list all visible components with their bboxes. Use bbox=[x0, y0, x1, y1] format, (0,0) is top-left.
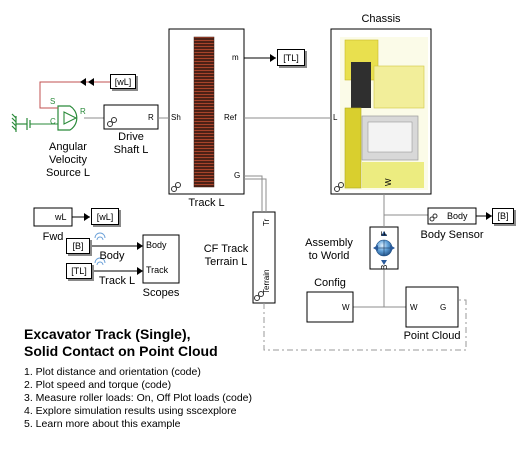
shaft-label-1: Drive bbox=[118, 131, 144, 143]
chassis-port-W: W bbox=[384, 178, 393, 186]
goto-wL-fwd-tag[interactable]: [wL] bbox=[91, 208, 119, 225]
goto-TL-tag[interactable]: [TL] bbox=[277, 49, 305, 66]
av-port-s: S bbox=[50, 97, 56, 106]
av-label-3: Source L bbox=[45, 167, 91, 179]
scopes-port-track: Track bbox=[146, 265, 169, 275]
fwd-value: wL bbox=[55, 212, 67, 222]
cf-port-terrain: Terrain bbox=[262, 269, 271, 294]
from-B-tag[interactable]: [B] bbox=[66, 238, 90, 254]
drive-shaft-frame[interactable] bbox=[103, 104, 159, 130]
model-title-2: Solid Contact on Point Cloud bbox=[24, 343, 218, 359]
track-port-m: m bbox=[232, 53, 239, 62]
body-sensor-label: Body Sensor bbox=[420, 229, 484, 241]
link-plot-speed[interactable]: 2. Plot speed and torque (code) bbox=[24, 379, 172, 391]
link-learn-more[interactable]: 5. Learn more about this example bbox=[24, 418, 181, 430]
cf-port-tr: Tr bbox=[262, 218, 271, 226]
wire-terrain-dash bbox=[263, 303, 467, 351]
cf-label-2: Terrain L bbox=[204, 256, 248, 268]
scopes-port-body: Body bbox=[146, 240, 167, 250]
link-icon bbox=[107, 117, 438, 301]
scopes-label: Scopes bbox=[142, 287, 180, 299]
link-roller-loads[interactable]: 3. Measure roller loads: On, Off Plot lo… bbox=[24, 392, 252, 404]
assembly-label-2: to World bbox=[308, 250, 350, 262]
pc-label: Point Cloud bbox=[403, 330, 461, 342]
fwd-label: Fwd bbox=[42, 231, 64, 243]
assembly-port-b: B bbox=[380, 264, 389, 270]
av-label-1: Angular bbox=[49, 141, 87, 153]
track-port-g: G bbox=[234, 171, 241, 180]
track-port-ref: Ref bbox=[224, 113, 237, 122]
config-label: Config bbox=[314, 277, 346, 289]
av-port-r: R bbox=[80, 107, 86, 116]
config-frame[interactable] bbox=[306, 291, 354, 323]
from-TL-tag[interactable]: [TL] bbox=[66, 263, 92, 279]
track-image bbox=[193, 36, 215, 188]
chassis-image bbox=[340, 37, 428, 190]
config-port-w: W bbox=[342, 303, 350, 312]
body-sensor-body: Body bbox=[447, 211, 468, 221]
assembly-label-1: Assembly bbox=[305, 237, 353, 249]
shaft-port-r: R bbox=[148, 113, 154, 122]
log-icon bbox=[94, 232, 106, 266]
signal-body-label: Body bbox=[99, 250, 125, 262]
link-sscexplore[interactable]: 4. Explore simulation results using ssce… bbox=[24, 405, 237, 417]
pc-port-w: W bbox=[410, 303, 418, 312]
assembly-sphere[interactable] bbox=[369, 226, 399, 270]
track-label: Track L bbox=[188, 197, 225, 209]
av-label-2: Velocity bbox=[49, 154, 87, 166]
chassis-label: Chassis bbox=[361, 13, 401, 25]
pc-port-g: G bbox=[440, 303, 447, 312]
chassis-port-L: L bbox=[333, 113, 338, 122]
cf-label-1: CF Track bbox=[203, 243, 249, 255]
shaft-label-2: Shaft L bbox=[113, 144, 149, 156]
ground-icon bbox=[11, 113, 31, 132]
wire-g-cf bbox=[244, 175, 263, 212]
link-plot-distance[interactable]: 1. Plot distance and orientation (code) bbox=[24, 366, 201, 378]
goto-wL-tag[interactable]: [wL] bbox=[110, 74, 136, 89]
goto-B-tag[interactable]: [B] bbox=[492, 208, 514, 224]
point-cloud-frame[interactable] bbox=[405, 286, 459, 328]
signal-track-label: Track L bbox=[98, 275, 136, 287]
wire-speed-feedback bbox=[39, 81, 110, 109]
scopes-frame[interactable] bbox=[142, 234, 180, 284]
av-port-c: C bbox=[50, 117, 56, 126]
track-port-sh: Sh bbox=[171, 113, 181, 122]
model-title-1: Excavator Track (Single), bbox=[24, 326, 191, 342]
angular-velocity-source-icon[interactable] bbox=[57, 105, 78, 131]
assembly-port-f: F bbox=[380, 231, 389, 236]
